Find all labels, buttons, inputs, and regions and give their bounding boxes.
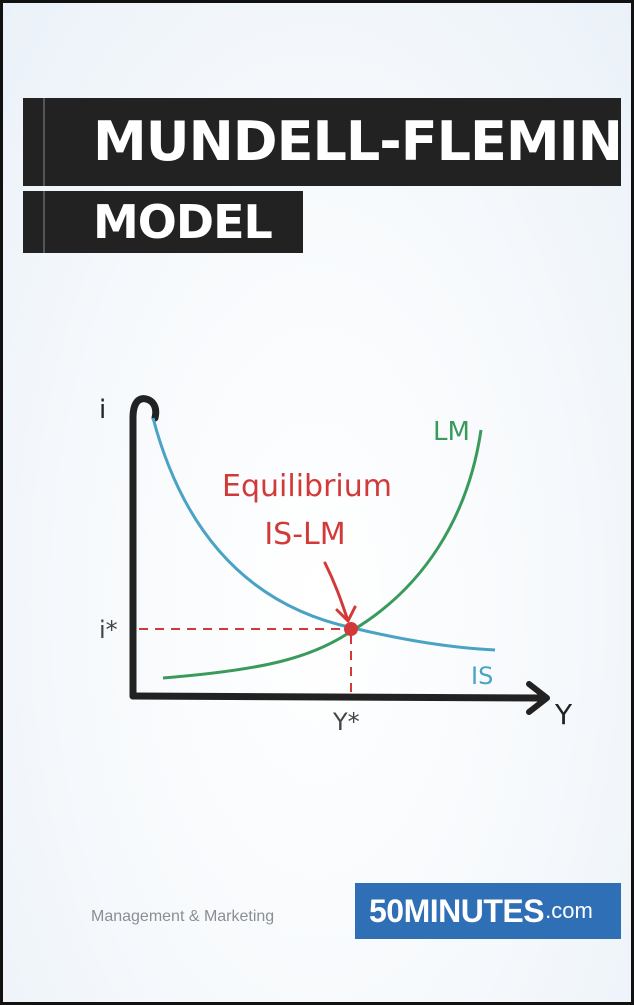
publisher-logo-suffix: .com xyxy=(545,898,593,923)
is-lm-diagram: i Y i* Y* LM IS Equilibrium IS-LM xyxy=(99,395,573,736)
lm-curve xyxy=(162,429,483,680)
title-line-1: MUNDELL-FLEMING xyxy=(93,110,621,173)
equilibrium-annotation-line-2: IS-LM xyxy=(264,517,345,552)
is-label: IS xyxy=(471,662,493,690)
equilibrium-arrow xyxy=(323,561,349,620)
equilibrium-annotation-line-1: Equilibrium xyxy=(222,469,392,504)
is-curve xyxy=(151,417,496,652)
y-axis-label: i xyxy=(99,395,106,425)
y-axis xyxy=(129,395,160,700)
y-star-label: Y* xyxy=(332,708,360,736)
publisher-logo: 50MINUTES .com xyxy=(355,883,621,939)
i-star-label: i* xyxy=(99,616,118,644)
x-axis-label: Y xyxy=(554,698,573,731)
title-line-2: MODEL xyxy=(93,195,273,249)
x-axis xyxy=(129,692,545,702)
publisher-logo-main: 50MINUTES xyxy=(369,892,545,929)
title-divider xyxy=(43,98,45,186)
series-label: Management & Marketing xyxy=(91,908,275,925)
equilibrium-point xyxy=(344,622,358,636)
title-band-top: MUNDELL-FLEMING xyxy=(23,98,621,186)
x-axis-arrowhead xyxy=(526,681,550,715)
title-divider xyxy=(43,191,45,253)
lm-label: LM xyxy=(433,417,470,447)
title-band-bottom: MODEL xyxy=(23,191,303,253)
equilibrium-arrowhead xyxy=(335,605,357,623)
